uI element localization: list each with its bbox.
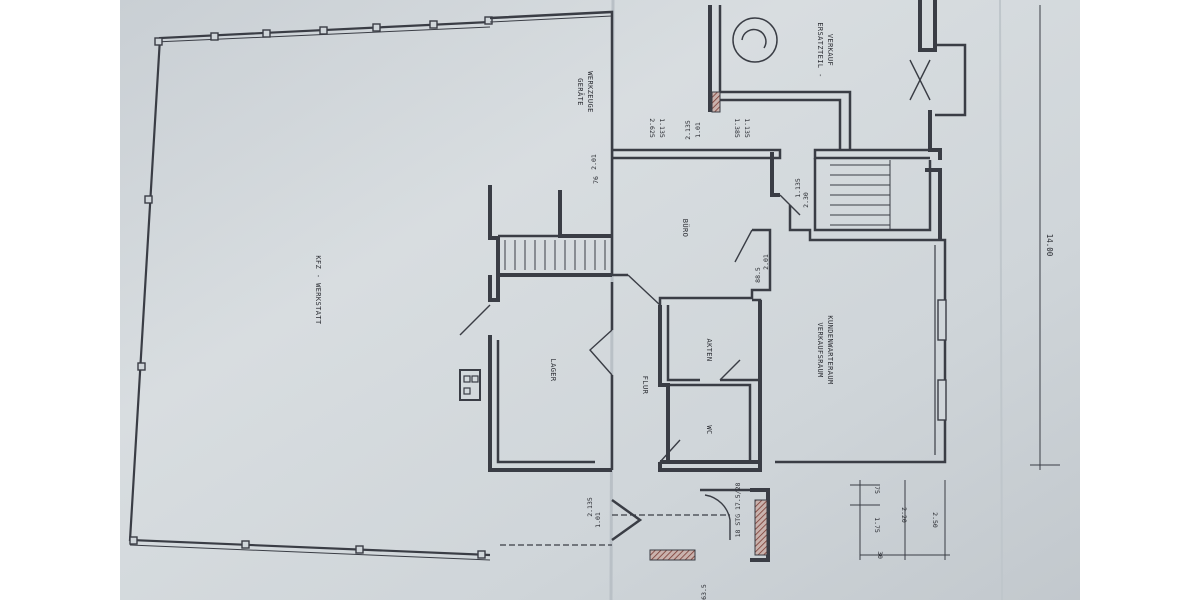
dim-30: 30 xyxy=(876,551,884,559)
dim-1135c: 1.135 xyxy=(794,178,802,198)
dim-635: 63.5 xyxy=(700,584,708,600)
room-label-flur: FLUR xyxy=(641,376,649,395)
dim-230: 2.30 xyxy=(802,192,810,208)
dim-stair: 18 STG 17.5/28 xyxy=(734,483,742,538)
dim-1385: 1.385 xyxy=(733,118,741,138)
right-margin xyxy=(1080,0,1200,600)
room-label-werkstatt: KFZ - WERKSTATT xyxy=(314,255,322,325)
walls xyxy=(128,0,967,562)
room-label-verkauf-1: VERKAUFSRAUM xyxy=(816,322,824,377)
left-margin xyxy=(0,0,120,600)
dim-1135a: 1.135 xyxy=(658,118,666,138)
dim-75: 75 xyxy=(873,486,881,494)
stair-treads xyxy=(504,160,891,270)
room-label-akten: AKTEN xyxy=(705,338,713,361)
room-label-geraete-2: WERKZEUGE xyxy=(586,71,594,113)
room-label-wc: WC xyxy=(705,425,713,434)
room-label-ersatzteil-2: VERKAUF xyxy=(826,34,834,66)
hatched-wall-1 xyxy=(649,549,696,561)
room-label-lager: LAGER xyxy=(549,358,557,381)
dimension-lines xyxy=(850,5,1060,560)
paper-sheet xyxy=(120,0,1080,600)
dim-101a: 1.01 xyxy=(694,122,702,138)
dim-2135a: 2.135 xyxy=(684,120,692,140)
room-label-geraete-1: GERÄTE xyxy=(576,78,585,106)
dim-76: 76 xyxy=(592,176,600,184)
dim-220: 2.20 xyxy=(900,507,908,523)
dim-1400: 14.00 xyxy=(1045,234,1054,257)
hatched-wall-3 xyxy=(711,91,721,113)
dim-1135b: 1.135 xyxy=(743,118,751,138)
hatched-wall-2 xyxy=(754,499,768,556)
dim-201a: 2.01 xyxy=(590,154,598,170)
dim-250: 2.50 xyxy=(931,512,939,528)
dim-175: 1.75 xyxy=(873,517,881,533)
dim-201b: 2.01 xyxy=(762,254,770,270)
spiral-stair xyxy=(732,17,778,63)
chimney xyxy=(459,369,481,401)
dim-885: 88.5 xyxy=(754,267,762,283)
room-label-verkauf-2: KUNDENWARTERAUM xyxy=(826,315,834,384)
dim-2135b: 2.135 xyxy=(586,497,594,517)
room-label-ersatzteil-1: ERSATZTEIL - xyxy=(816,22,824,77)
dim-2625: 2.625 xyxy=(648,118,656,138)
wall-posts xyxy=(129,16,493,559)
dim-101b: 1.01 xyxy=(594,512,602,528)
paper-crease xyxy=(999,0,1003,600)
room-label-buero: BÜRO xyxy=(681,219,690,237)
